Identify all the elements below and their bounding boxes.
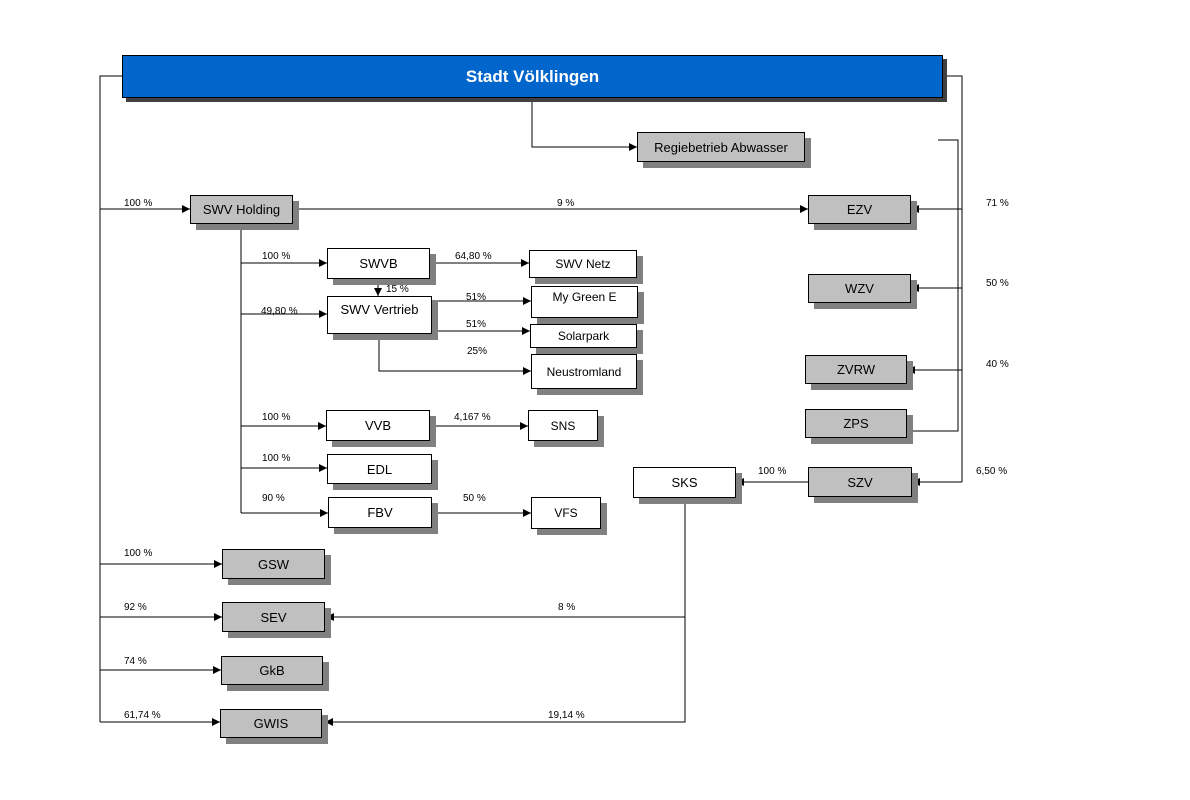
pct-label-gsw: 100 %	[124, 548, 153, 559]
pct-label-swvb: 100 %	[262, 251, 291, 262]
node-label: SKS	[671, 475, 698, 490]
pct-label-ezv-from-holding: 9 %	[557, 198, 575, 209]
node-gwis: GWIS	[220, 709, 322, 738]
pct-label-gwis: 61,74 %	[124, 710, 161, 721]
node-vfs: VFS	[531, 497, 601, 529]
page-title: Stadt Völklingen	[465, 66, 600, 86]
pct-label-edl: 100 %	[262, 453, 291, 464]
stadt-title-box: Stadt Völklingen	[122, 55, 943, 98]
node-zps: ZPS	[805, 409, 907, 438]
pct-label-sns: 4,167 %	[454, 412, 491, 423]
pct-label-wzv: 50 %	[986, 278, 1009, 289]
node-swvb: SWVB	[327, 248, 430, 279]
node-sev: SEV	[222, 602, 325, 632]
pct-label-fbv: 90 %	[262, 493, 285, 504]
node-label: GkB	[259, 663, 285, 678]
node-label: SEV	[260, 609, 287, 625]
node-sns: SNS	[528, 410, 598, 441]
pct-label-vfs: 50 %	[463, 493, 486, 504]
node-label: FBV	[367, 505, 393, 520]
node-label: ZVRW	[836, 362, 876, 377]
node-zvrw: ZVRW	[805, 355, 907, 384]
pct-label-szv: 6,50 %	[976, 466, 1008, 477]
node-wzv: WZV	[808, 274, 911, 303]
node-sks: SKS	[633, 467, 736, 498]
pct-label-gwis-from-sks: 19,14 %	[548, 710, 585, 721]
node-regiebetrieb: Regiebetrieb Abwasser	[637, 132, 805, 162]
node-edl: EDL	[327, 454, 432, 484]
node-label: SWV Netz	[555, 257, 611, 271]
node-gsw: GSW	[222, 549, 325, 579]
pct-label-sks: 100 %	[758, 466, 787, 477]
pct-label-my-green-e: 51%	[466, 292, 487, 303]
pct-label-vertrieb: 49,80 %	[261, 306, 298, 317]
pct-label-solarpark: 51%	[466, 319, 487, 330]
node-my-green-e: My Green E	[531, 286, 638, 318]
node-label: EZV	[846, 202, 873, 217]
node-label: SNS	[550, 418, 576, 433]
pct-label-holding: 100 %	[124, 198, 153, 209]
node-label: My Green E	[552, 290, 617, 304]
pct-label-ezv: 71 %	[986, 198, 1009, 209]
node-fbv: FBV	[328, 497, 432, 528]
pct-label-neustromland: 25%	[467, 346, 488, 357]
node-label: Neustromland	[546, 364, 622, 379]
node-label: SWV Vertrieb	[340, 302, 419, 317]
node-label: EDL	[366, 461, 393, 477]
node-label: SWVB	[359, 256, 398, 271]
node-neustromland: Neustromland	[531, 354, 637, 389]
node-label: VFS	[554, 506, 578, 520]
node-swv-holding: SWV Holding	[190, 195, 293, 224]
node-swv-netz: SWV Netz	[529, 250, 637, 278]
node-label: GSW	[257, 556, 290, 572]
node-ezv: EZV	[808, 195, 911, 224]
node-swv-vertrieb: SWV Vertrieb	[327, 296, 432, 334]
node-label: SWV Holding	[202, 202, 281, 217]
node-label: Regiebetrieb Abwasser	[654, 139, 788, 155]
node-vvb: VVB	[326, 410, 430, 441]
node-szv: SZV	[808, 467, 912, 497]
node-label: GWIS	[253, 716, 289, 731]
node-label: VVB	[364, 418, 391, 433]
node-label: WZV	[845, 281, 874, 296]
node-label: ZPS	[843, 416, 869, 431]
node-gkb: GkB	[221, 656, 323, 685]
node-label: SZV	[847, 474, 873, 490]
pct-label-zvrw: 40 %	[986, 359, 1009, 370]
pct-label-sev-from-sks: 8 %	[558, 602, 576, 613]
pct-label-vertrieb-from-swvb: 15 %	[386, 284, 409, 295]
pct-label-gkb: 74 %	[124, 656, 147, 667]
pct-label-vvb: 100 %	[262, 412, 291, 423]
node-solarpark: Solarpark	[530, 324, 637, 348]
node-label: Solarpark	[557, 329, 610, 343]
pct-label-sev: 92 %	[124, 602, 147, 613]
pct-label-swv-netz: 64,80 %	[455, 251, 492, 262]
